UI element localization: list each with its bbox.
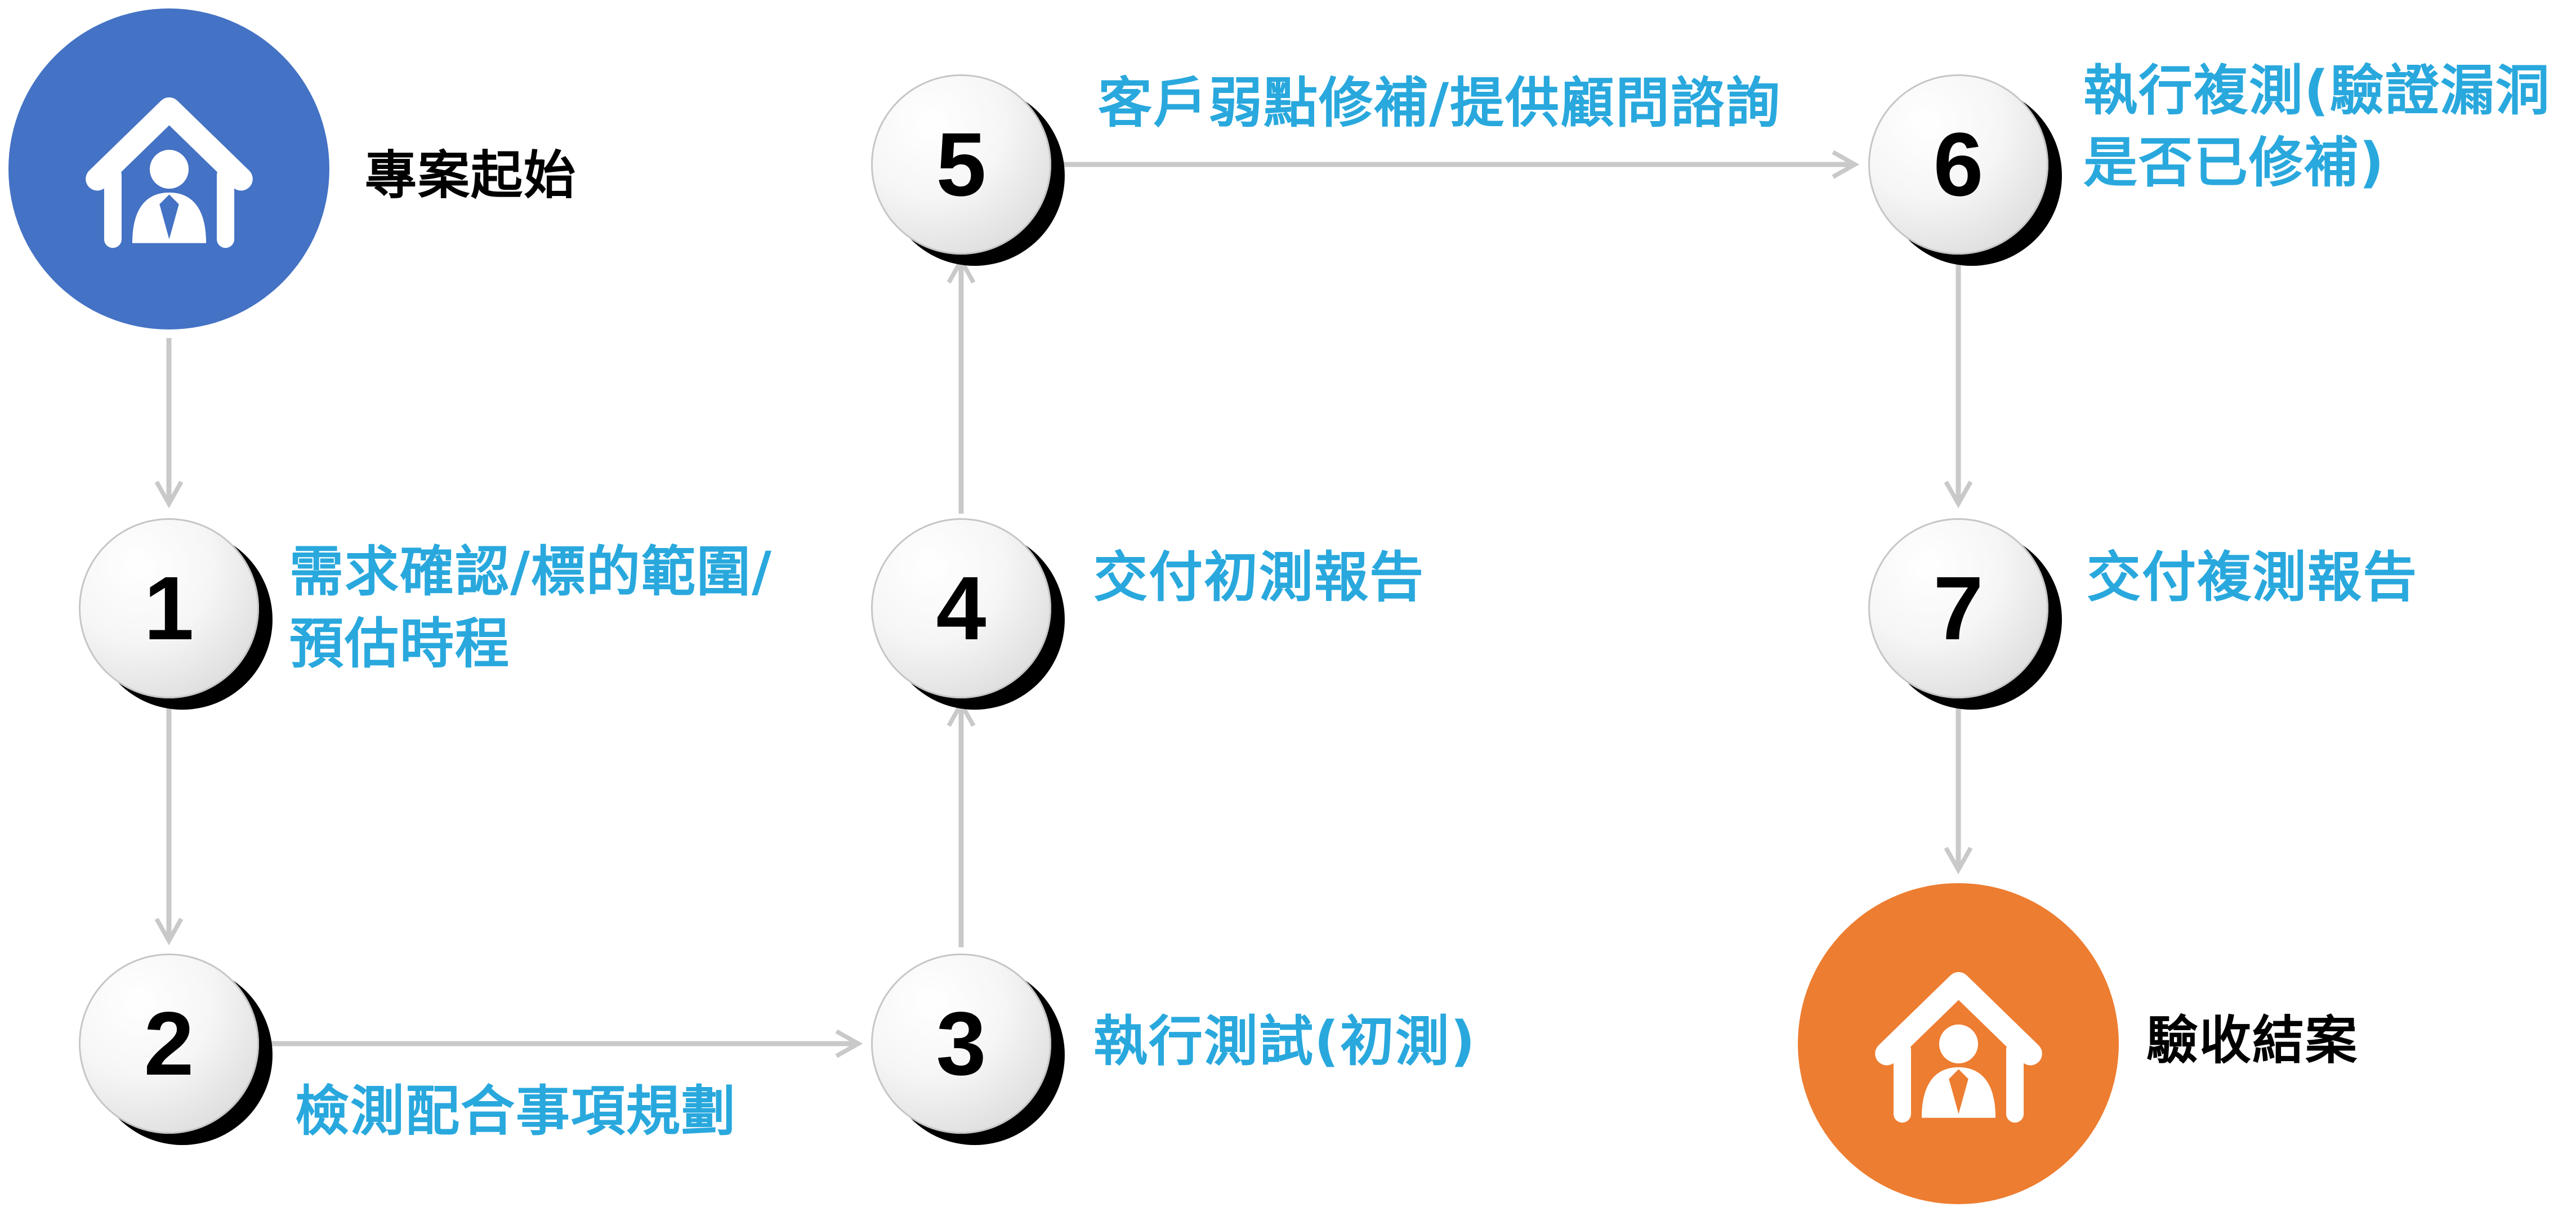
step-7-circle: 7	[1868, 518, 2048, 698]
step-7-label: 交付複測報告	[2087, 542, 2418, 614]
step-2-label-line1: 檢測配合事項規劃	[295, 1080, 736, 1143]
step-4-number: 4	[936, 558, 986, 658]
home-person-icon	[1874, 972, 2042, 1123]
step-6-circle: 6	[1868, 74, 2048, 255]
step-5-number: 5	[936, 114, 986, 215]
step-3-circle: 3	[871, 954, 1051, 1134]
home-person-icon	[85, 97, 253, 248]
step-6-label: 執行複測(驗證漏洞 是否已修補)	[2083, 55, 2551, 199]
end-node	[1798, 883, 2119, 1204]
step-6-label-line1: 執行複測(驗證漏洞	[2083, 59, 2551, 122]
step-4-label: 交付初測報告	[1093, 542, 1425, 614]
step-1-label-line1: 需求確認/標的範圍/	[289, 540, 773, 603]
step-5-circle: 5	[871, 74, 1051, 255]
step-5-label: 客戶弱點修補/提供顧問諮詢	[1098, 68, 1781, 140]
end-label: 驗收結案	[2146, 1010, 2359, 1071]
step-1-label-line2: 預估時程	[289, 612, 510, 675]
step-7-number: 7	[1933, 558, 1984, 658]
step-4-label-line1: 交付初測報告	[1093, 546, 1425, 609]
step-2-label: 檢測配合事項規劃	[295, 1076, 736, 1148]
step-2-circle: 2	[79, 954, 259, 1134]
step-5-label-line1: 客戶弱點修補/提供顧問諮詢	[1098, 72, 1782, 135]
step-3-label: 執行測試(初測)	[1093, 1006, 1476, 1078]
step-3-label-line1: 執行測試(初測)	[1093, 1010, 1476, 1073]
step-2-number: 2	[144, 993, 194, 1094]
start-node	[8, 8, 329, 329]
step-7-label-line1: 交付複測報告	[2087, 546, 2418, 609]
step-6-number: 6	[1933, 114, 1984, 215]
step-6-label-line2: 是否已修補)	[2083, 131, 2385, 194]
step-1-number: 1	[144, 558, 194, 658]
step-1-label: 需求確認/標的範圍/ 預估時程	[289, 536, 773, 680]
step-4-circle: 4	[871, 518, 1051, 698]
step-1-circle: 1	[79, 518, 259, 698]
start-label: 專案起始	[365, 145, 577, 206]
step-3-number: 3	[936, 993, 986, 1094]
